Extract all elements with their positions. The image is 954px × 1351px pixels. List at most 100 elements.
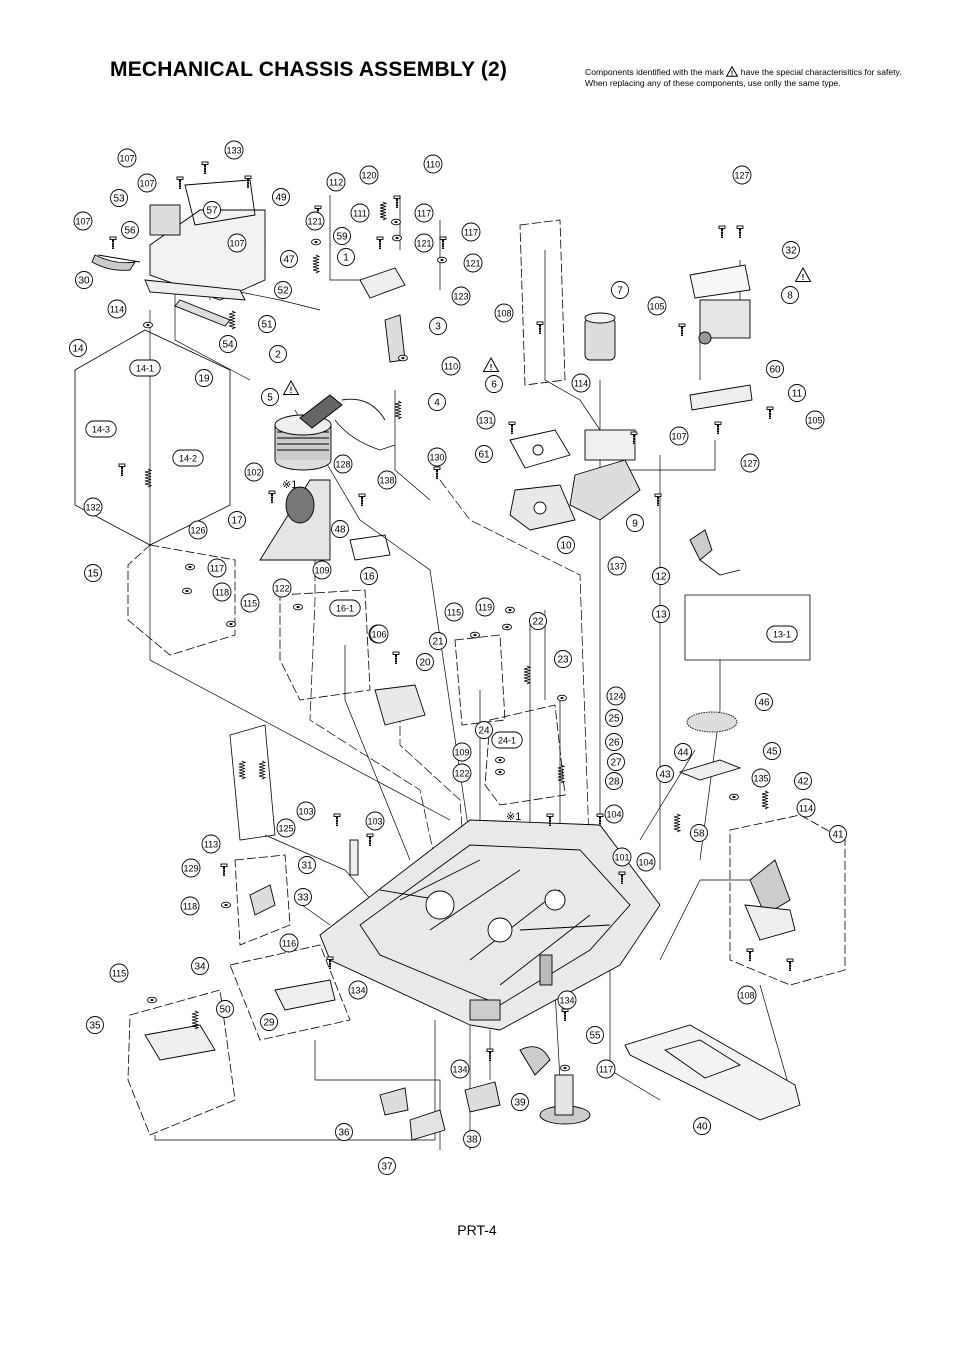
callout-58: 58 xyxy=(690,824,708,842)
callout-label: 110 xyxy=(426,160,440,170)
callout-49: 49 xyxy=(272,188,290,206)
callout-5: 5 xyxy=(261,388,279,406)
callout-label: 3 xyxy=(435,322,441,333)
callout-32: 32 xyxy=(782,241,800,259)
callout-125: 125 xyxy=(276,818,296,838)
callout-107: 107 xyxy=(117,148,137,168)
callout-label: 31 xyxy=(301,861,313,872)
frame-6 xyxy=(519,219,566,386)
callout-label: 49 xyxy=(275,193,287,204)
frame-41 xyxy=(729,814,846,986)
callout-label: 107 xyxy=(671,432,686,442)
callout-124: 124 xyxy=(606,686,626,706)
callout-label: 117 xyxy=(417,209,431,219)
callout-107: 107 xyxy=(669,426,689,446)
callout-label: 24 xyxy=(478,726,490,737)
callout-118: 118 xyxy=(180,896,200,916)
callout-label: 34 xyxy=(194,962,206,973)
callout-label: 118 xyxy=(215,588,229,598)
callout-134: 134 xyxy=(348,980,368,1000)
callout-101: 101 xyxy=(612,847,632,867)
callout-114: 114 xyxy=(107,299,127,319)
callout-29: 29 xyxy=(260,1013,278,1031)
callout-59: 59 xyxy=(333,227,351,245)
callout-label: 122 xyxy=(454,769,469,779)
callout-label: 45 xyxy=(766,747,778,758)
callout-label: 128 xyxy=(335,460,350,470)
callout-109: 109 xyxy=(452,742,472,762)
callout-label: 42 xyxy=(797,777,809,788)
callout-label: 30 xyxy=(78,276,90,287)
callout-label: 47 xyxy=(283,255,295,266)
callout-20: 20 xyxy=(416,653,434,671)
callout-13-1: 13-1 xyxy=(766,625,798,643)
callout-label: 51 xyxy=(261,320,273,331)
callout-55: 55 xyxy=(586,1026,604,1044)
callout-label: 114 xyxy=(574,379,588,389)
callout-135: 135 xyxy=(751,768,771,788)
callout-label: 16 xyxy=(363,572,375,583)
callout-label: 37 xyxy=(381,1162,393,1173)
frame-13 xyxy=(684,594,811,661)
callout-label: 28 xyxy=(608,777,620,788)
callout-111: 111 xyxy=(350,203,370,223)
callout-107: 107 xyxy=(137,173,157,193)
callouts: 13310710753574910756107305251541141414-1… xyxy=(69,140,847,1175)
warning-triangle-icon xyxy=(283,380,299,396)
callout-24: 24 xyxy=(475,721,493,739)
callout-30: 30 xyxy=(75,271,93,289)
callout-label: 11 xyxy=(792,389,803,400)
callout-label: 132 xyxy=(85,503,100,513)
callout-15: 15 xyxy=(84,564,102,582)
callout-label: 10 xyxy=(560,541,572,552)
assembly-lines xyxy=(149,195,791,1150)
callout-label: 115 xyxy=(447,608,461,618)
callout-13: 13 xyxy=(652,605,670,623)
callout-label: 109 xyxy=(314,566,329,576)
callout-22: 22 xyxy=(529,612,547,630)
callout-105: 105 xyxy=(805,410,825,430)
callout-28: 28 xyxy=(605,772,623,790)
callout-134: 134 xyxy=(557,990,577,1010)
callout-53: 53 xyxy=(110,189,128,207)
callout-label: 15 xyxy=(87,569,99,580)
callout-label: 112 xyxy=(329,178,343,188)
callout-27: 27 xyxy=(607,753,625,771)
callout-102: 102 xyxy=(244,462,264,482)
callout-label: 29 xyxy=(263,1018,275,1029)
callout-label: 1 xyxy=(343,253,349,264)
callout-label: 121 xyxy=(307,217,322,227)
callout-label: 102 xyxy=(246,468,261,478)
callout-17: 17 xyxy=(228,511,246,529)
callout-label: 5 xyxy=(267,393,273,404)
frame-16 xyxy=(279,589,371,701)
callout-103: 103 xyxy=(365,811,385,831)
callout-label: 60 xyxy=(769,365,781,376)
warning-triangle-icon xyxy=(795,267,811,283)
callout-label: 25 xyxy=(608,714,620,725)
callout-26: 26 xyxy=(605,733,623,751)
callout-label: 14-1 xyxy=(136,364,154,374)
callout-38: 38 xyxy=(463,1130,481,1148)
callout-108: 108 xyxy=(494,303,514,323)
callout-label: 120 xyxy=(361,171,376,181)
callout-115: 115 xyxy=(109,963,129,983)
parts xyxy=(91,179,801,1141)
callout-label: 43 xyxy=(659,770,671,781)
callout-14-1: 14-1 xyxy=(129,359,161,377)
page-number: PRT-4 xyxy=(457,1222,497,1238)
callout-label: 131 xyxy=(478,416,493,426)
callout-48: 48 xyxy=(331,520,349,538)
callout-label: 134 xyxy=(350,986,365,996)
callout-label: 12 xyxy=(655,572,667,583)
callout-114: 114 xyxy=(571,373,591,393)
callout-117: 117 xyxy=(461,222,481,242)
callout-label: 113 xyxy=(204,840,218,850)
callout-128: 128 xyxy=(333,454,353,474)
callout-label: 126 xyxy=(190,526,205,536)
callout-47: 47 xyxy=(280,250,298,268)
callout-46: 46 xyxy=(755,693,773,711)
callout-14-2: 14-2 xyxy=(172,449,204,467)
callout-label: 109 xyxy=(454,748,469,758)
callout-label: 114 xyxy=(799,804,813,814)
